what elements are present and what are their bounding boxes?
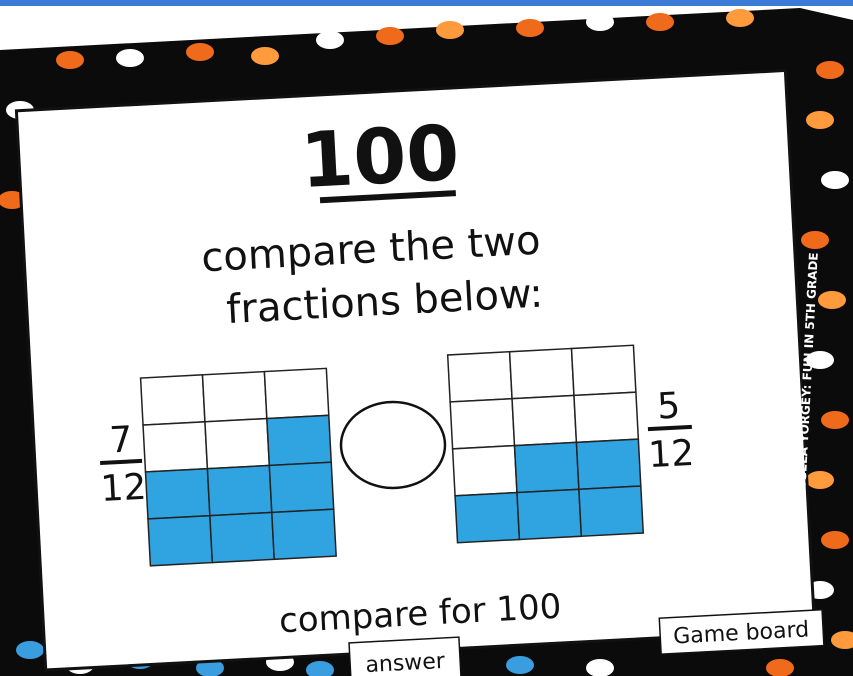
- border-dot: [436, 21, 464, 39]
- grid-cell-shaded: [515, 442, 579, 492]
- game-board-button[interactable]: Game board: [659, 610, 824, 654]
- left-denominator: 12: [100, 467, 148, 510]
- grid-cell-empty: [572, 345, 636, 395]
- left-numerator: 7: [108, 419, 133, 461]
- right-denominator: 12: [647, 433, 695, 476]
- grid-cell-shaded: [455, 493, 519, 543]
- grid-cell-empty: [448, 352, 512, 402]
- grid-cell-shaded: [517, 489, 581, 539]
- right-fraction-grid: [448, 345, 644, 542]
- border-dot: [646, 13, 674, 31]
- border-dot: [821, 171, 849, 189]
- border-dot: [806, 111, 834, 129]
- grid-cell-shaded: [148, 516, 212, 566]
- grid-cell-empty: [512, 395, 576, 445]
- border-dot: [16, 641, 44, 659]
- grid-cell-empty: [264, 368, 328, 418]
- grid-cell-empty: [574, 392, 638, 442]
- border-dot: [316, 31, 344, 49]
- grid-cell-empty: [205, 419, 269, 469]
- grid-cell-shaded: [210, 512, 274, 562]
- border-dot: [726, 9, 754, 27]
- border-dot: [586, 13, 614, 31]
- answer-label: answer: [365, 649, 447, 676]
- border-dot: [821, 531, 849, 549]
- border-dot: [376, 27, 404, 45]
- border-dot: [516, 19, 544, 37]
- border-dot: [821, 411, 849, 429]
- border-dot: [816, 61, 844, 79]
- border-dot: [801, 231, 829, 249]
- answer-button[interactable]: answer: [349, 637, 461, 676]
- grid-cell-empty: [202, 372, 266, 422]
- grid-cell-shaded: [579, 486, 643, 536]
- grid-cell-shaded: [145, 469, 209, 519]
- right-numerator: 5: [656, 385, 681, 427]
- border-dot: [251, 47, 279, 65]
- grid-cell-shaded: [207, 465, 271, 515]
- border-dot: [818, 291, 846, 309]
- border-dot: [806, 471, 834, 489]
- grid-cell-shaded: [576, 439, 640, 489]
- left-fraction-grid: [141, 368, 337, 565]
- grid-cell-shaded: [272, 509, 336, 559]
- border-dot: [506, 656, 534, 674]
- grid-cell-empty: [143, 422, 207, 472]
- grid-cell-shaded: [269, 462, 333, 512]
- border-dot: [56, 51, 84, 69]
- border-dot: [116, 49, 144, 67]
- grid-cell-empty: [453, 446, 517, 496]
- grid-cell-empty: [510, 348, 574, 398]
- grid-cell-shaded: [267, 415, 331, 465]
- grid-cell-empty: [141, 375, 205, 425]
- comparison-circle[interactable]: [341, 402, 445, 488]
- grid-cell-empty: [450, 399, 514, 449]
- points-title: 100: [298, 108, 461, 205]
- border-dot: [186, 43, 214, 61]
